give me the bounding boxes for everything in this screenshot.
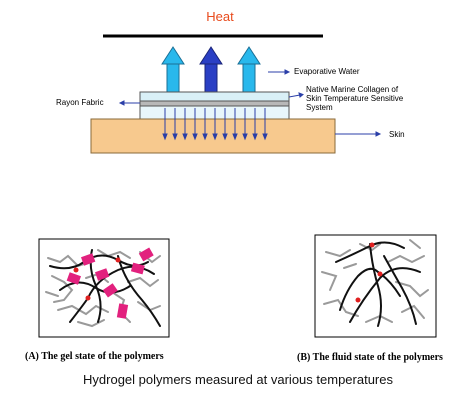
gel-crosslinks [66,247,154,319]
collagen-label-line-3: System [306,103,333,112]
collagen-pointer [288,92,304,98]
gel-junction-points [73,257,121,301]
fluid-junction-points [355,242,383,303]
collagen-label-line-2: Skin Temperature Sensitive [306,94,404,103]
collagen-label-line-1: Native Marine Collagen of [306,85,399,94]
skin-pointer [335,131,382,137]
gel-state-caption: (A) The gel state of the polymers [25,351,164,362]
evaporation-arrow-right [237,46,261,93]
rayon-fabric-label: Rayon Fabric [56,98,104,107]
rayon-pointer [118,100,140,106]
fluid-state-caption: (B) The fluid state of the polymers [297,352,443,363]
fluid-state-panel [314,234,437,338]
figure-caption: Hydrogel polymers measured at various te… [83,372,393,387]
evaporative-pointer [268,69,291,75]
skin-block [90,118,336,154]
evaporation-arrow-left [161,46,185,93]
evaporative-water-label: Evaporative Water [294,67,360,76]
collagen-layer [139,91,290,102]
skin-label: Skin [389,130,405,139]
rayon-fabric-layer [139,100,290,107]
evaporation-arrow-center [199,46,223,93]
fluid-polymer-network [321,239,429,327]
heat-transfer-arrows [162,108,268,141]
heat-label: Heat [206,9,234,24]
